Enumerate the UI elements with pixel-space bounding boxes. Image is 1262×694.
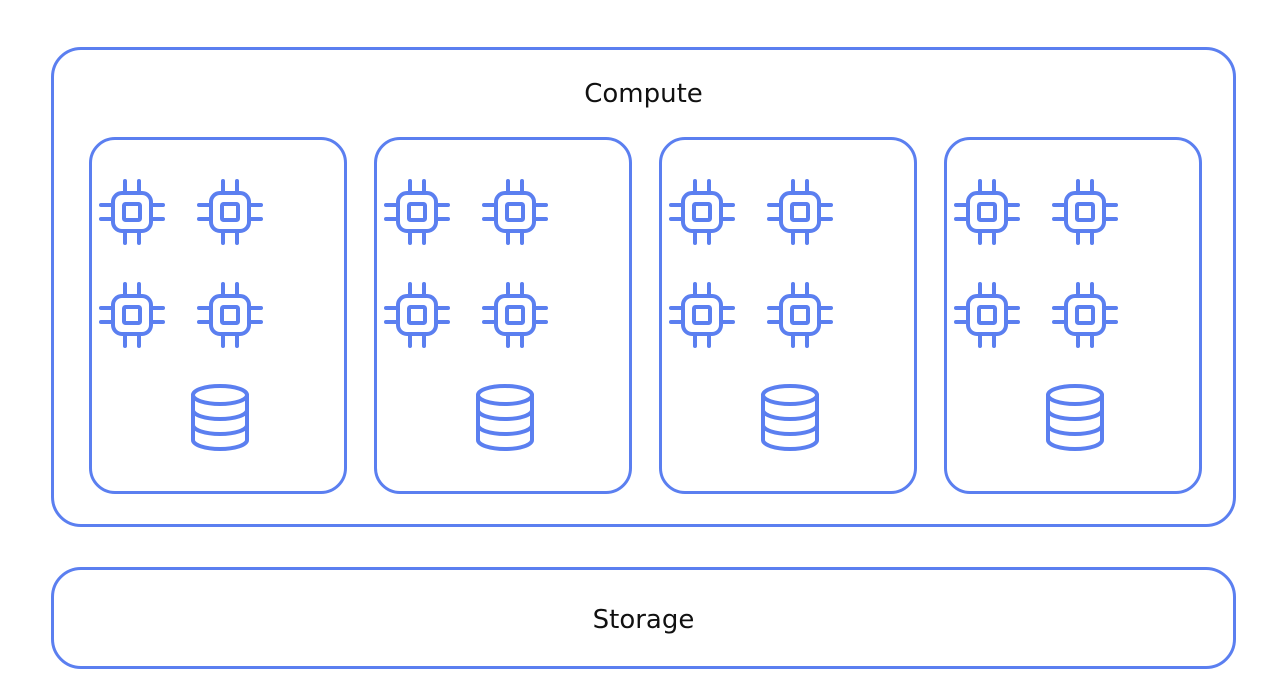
compute-node-3	[659, 137, 917, 494]
cpu-chip-icon	[384, 179, 450, 245]
cpu-chip-icon	[669, 282, 735, 348]
compute-title: Compute	[584, 79, 703, 109]
storage-title: Storage	[592, 605, 695, 635]
cpu-chip-icon	[99, 282, 165, 348]
cpu-chip-icon	[1052, 179, 1118, 245]
database-icon	[1046, 384, 1104, 451]
database-icon	[761, 384, 819, 451]
compute-node-1	[89, 137, 347, 494]
cpu-chip-icon	[954, 282, 1020, 348]
compute-node-4	[944, 137, 1202, 494]
cpu-chip-icon	[767, 282, 833, 348]
cpu-chip-icon	[482, 282, 548, 348]
cpu-chip-icon	[954, 179, 1020, 245]
cpu-chip-icon	[99, 179, 165, 245]
database-icon	[191, 384, 249, 451]
cpu-chip-icon	[767, 179, 833, 245]
cpu-chip-icon	[482, 179, 548, 245]
cpu-chip-icon	[669, 179, 735, 245]
cpu-chip-icon	[197, 179, 263, 245]
cpu-chip-icon	[1052, 282, 1118, 348]
database-icon	[476, 384, 534, 451]
compute-node-2	[374, 137, 632, 494]
storage-container: Storage	[51, 567, 1236, 669]
cpu-chip-icon	[384, 282, 450, 348]
compute-container: Compute	[51, 47, 1236, 527]
cpu-chip-icon	[197, 282, 263, 348]
